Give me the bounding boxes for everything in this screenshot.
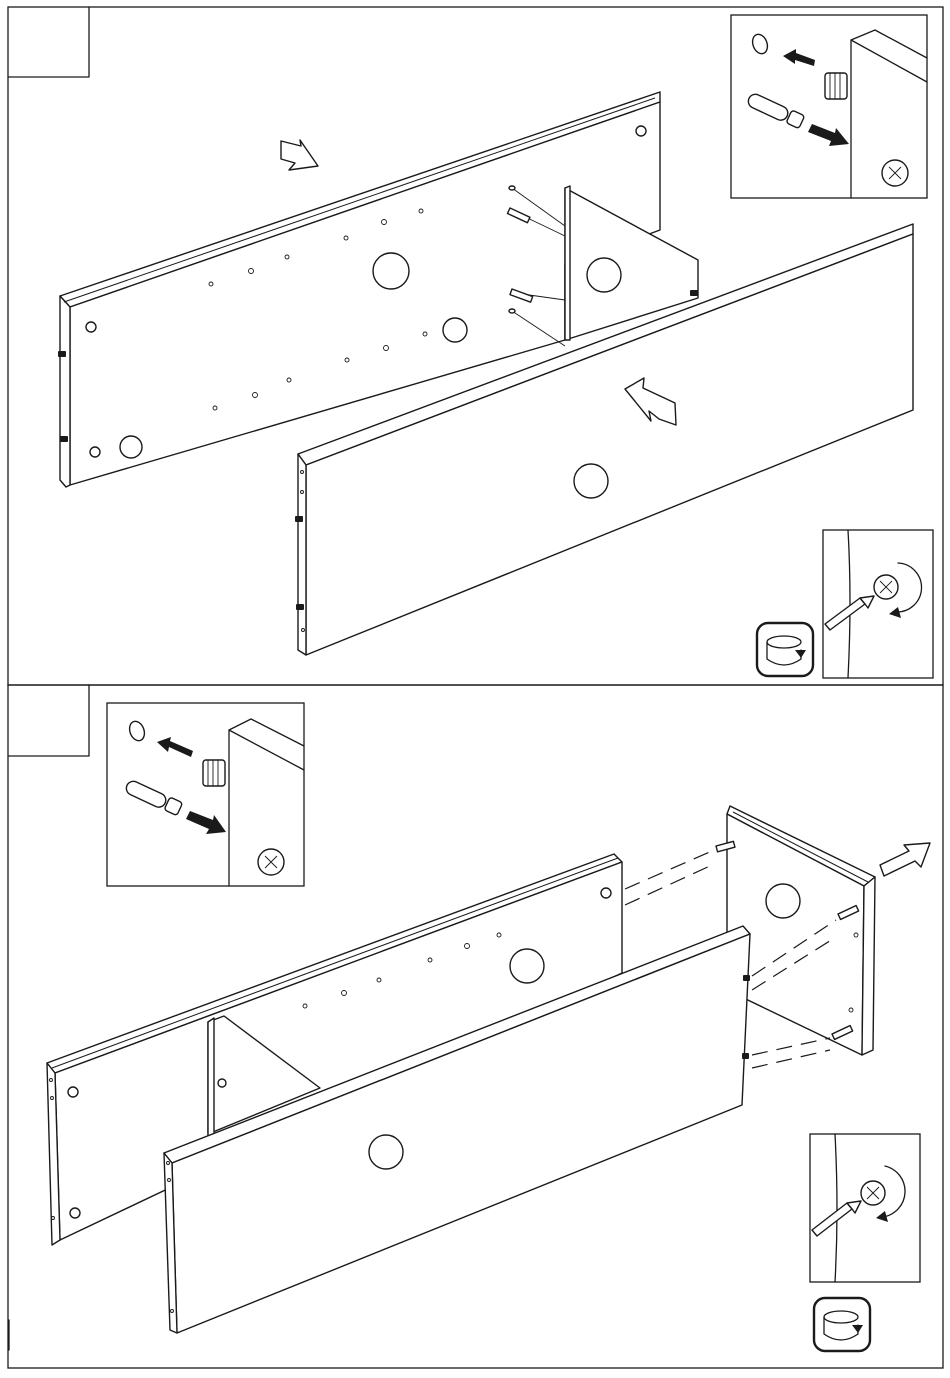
- step-2-panel: [8, 685, 943, 1368]
- cam-lock: [90, 447, 100, 457]
- dowel: [295, 516, 303, 522]
- cam-lock: [601, 888, 611, 898]
- direction-arrow: [880, 843, 930, 876]
- dowel: [296, 604, 304, 610]
- cam-lock: [86, 322, 96, 332]
- cam-hole: [443, 318, 467, 342]
- cam-lock-insertion-detail: [731, 15, 927, 198]
- cam-hole: [510, 949, 544, 983]
- cam-lock: [70, 1208, 80, 1218]
- cam-hole: [587, 258, 621, 292]
- dowel: [743, 975, 750, 981]
- dowel: [690, 290, 698, 296]
- step-1-panel: [8, 7, 943, 685]
- cam-hole: [369, 1135, 403, 1169]
- dowel: [58, 351, 66, 357]
- cam-lock: [218, 1079, 226, 1087]
- cam-hole: [373, 253, 409, 289]
- rotate-tool-icon: [757, 623, 813, 676]
- cam-lock-tightening-detail: [823, 530, 933, 678]
- cam-hole: [574, 464, 608, 498]
- cam-lock-insertion-detail: [107, 703, 304, 886]
- step-1-number-box: [8, 7, 89, 77]
- dowel: [742, 1053, 749, 1059]
- cam-lock: [636, 126, 646, 136]
- cam-lock-tightening-detail: [810, 1134, 920, 1282]
- cam-hole: [120, 436, 142, 458]
- cam-hole: [766, 884, 800, 918]
- cam-lock: [68, 1087, 78, 1097]
- rotate-tool-icon: [814, 1298, 870, 1351]
- direction-arrow: [281, 140, 318, 170]
- dowel: [60, 436, 68, 442]
- step-2-number-box: [8, 685, 89, 756]
